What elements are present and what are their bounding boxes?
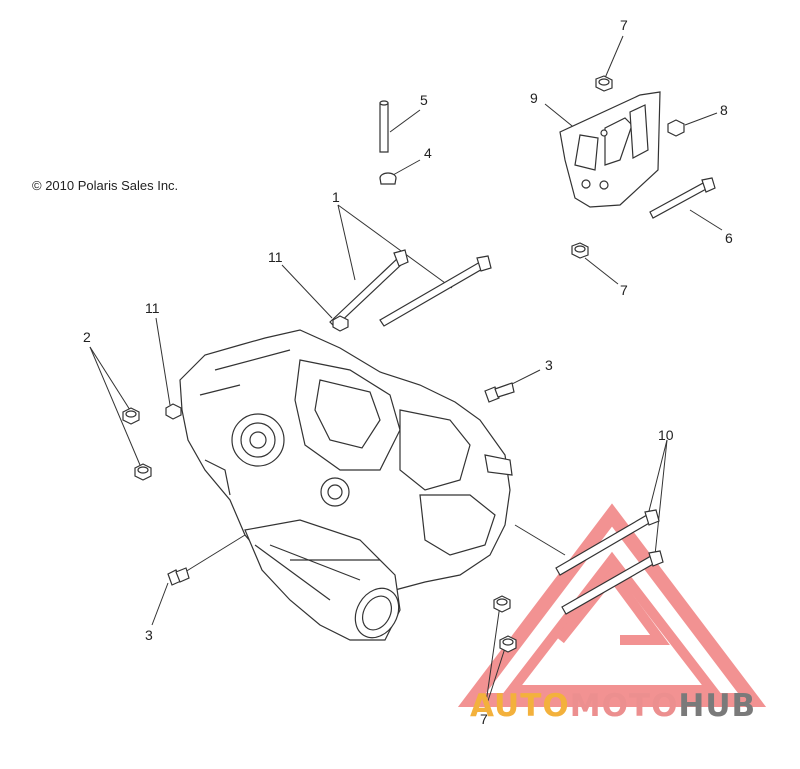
crankcase-long-bolt-2	[379, 255, 492, 327]
callout-5: 5	[420, 92, 428, 108]
engine-crankcase	[179, 329, 513, 641]
leader-lines	[89, 35, 723, 711]
bracket-bolt	[667, 119, 685, 137]
copyright-text: © 2010 Polaris Sales Inc.	[32, 178, 179, 193]
callout-3-left: 3	[145, 627, 153, 643]
watermark-hub: HUB	[678, 688, 757, 724]
callout-6: 6	[725, 230, 733, 246]
short-bolt-b	[165, 403, 182, 420]
callout-1: 1	[332, 189, 340, 205]
mount-bracket	[559, 91, 661, 208]
callout-7-mid: 7	[620, 282, 628, 298]
callout-10: 10	[658, 427, 674, 443]
nut-bottom-upper	[493, 595, 511, 613]
callout-4: 4	[424, 145, 432, 161]
nut-left-upper	[122, 407, 140, 425]
callout-8: 8	[720, 102, 728, 118]
bracket-long-bolt	[649, 177, 716, 219]
nut-mid	[571, 242, 589, 259]
callout-11-b: 11	[145, 300, 160, 316]
through-bolt-2	[561, 550, 664, 615]
nut-bottom-lower	[499, 635, 517, 653]
flange-bolt-right	[484, 382, 515, 403]
watermark-auto: AUTO	[470, 688, 570, 724]
crankcase-long-bolt-1	[329, 249, 409, 328]
watermark-logo	[457, 503, 767, 707]
plug	[379, 172, 397, 185]
watermark-text: AUTOMOTOHUB	[470, 688, 756, 724]
nut-top	[595, 75, 613, 92]
flange-bolt-left	[167, 567, 190, 586]
callout-7-top: 7	[620, 17, 628, 33]
callout-labels: 7 5 9 8 4 1 6 11 7 11 2 3 10 3 7	[83, 17, 733, 727]
nut-left-lower	[134, 463, 152, 481]
short-bolt-a	[332, 315, 349, 332]
hardware-parts	[122, 75, 716, 653]
callout-2: 2	[83, 329, 91, 345]
callout-9: 9	[530, 90, 538, 106]
through-bolt-1	[555, 509, 660, 576]
watermark-moto: MOTO	[569, 688, 679, 724]
callout-3-right: 3	[545, 357, 553, 373]
callout-7-bottom: 7	[480, 711, 488, 727]
dowel-pin	[379, 100, 389, 153]
callout-11-a: 11	[268, 249, 283, 265]
